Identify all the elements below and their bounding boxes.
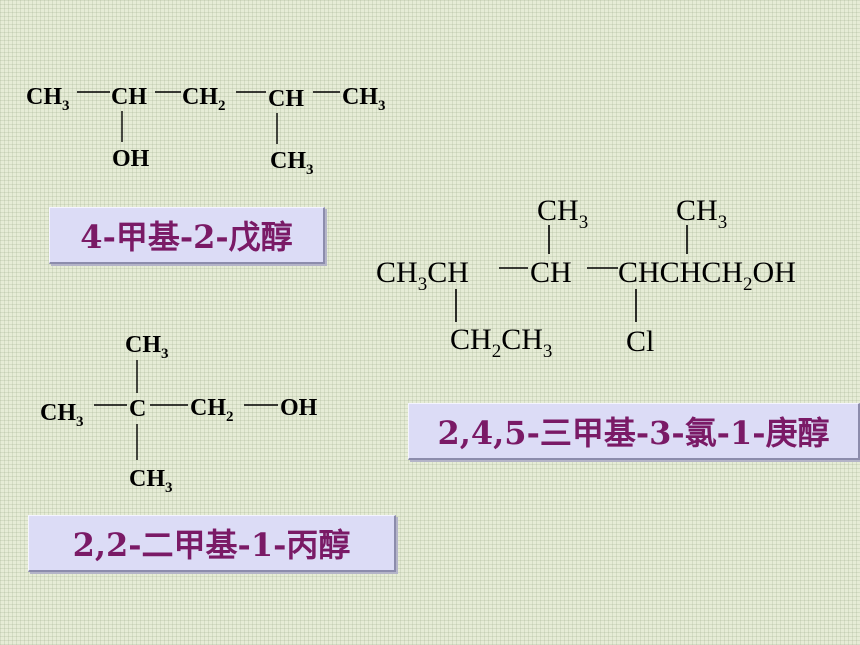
atom-ch-middle: CH [530,256,572,289]
atom-ch3-left: CH3 [40,400,84,430]
atom-ch-oh: CH [111,84,147,110]
atom-ch3-top: CH3 [125,332,169,362]
atom-oh: OH [112,146,150,172]
atom-ch3-top-2: CH3 [676,194,727,233]
atom-ch2ch3: CH2CH3 [450,323,552,362]
name-label-2-2-dimethyl-1-propanol: 2,2-二甲基-1-丙醇 [28,515,396,572]
atom-ch-methyl: CH [268,86,304,112]
atom-ch3-top-1: CH3 [537,194,588,233]
name-label-2-4-5-trimethyl-3-chloro-1-heptanol: 2,4,5-三甲基-3-氯-1-庚醇 [408,403,860,460]
atom-ch3-right: CH3 [342,84,386,114]
atom-ch2: CH2 [190,395,234,425]
atom-ch3-bottom: CH3 [129,466,173,496]
atom-ch3ch: CH3CH [376,256,469,295]
atom-ch3-down: CH3 [270,148,314,178]
atom-c-center: C [129,396,146,422]
atom-oh: OH [280,395,318,421]
name-label-4-methyl-2-pentanol: 4-甲基-2-戊醇 [49,207,325,264]
atom-cl: Cl [626,325,654,358]
atom-ch3-left: CH3 [26,84,70,114]
atom-chchch2oh: CHCHCH2OH [618,256,796,295]
atom-ch2: CH2 [182,84,226,114]
